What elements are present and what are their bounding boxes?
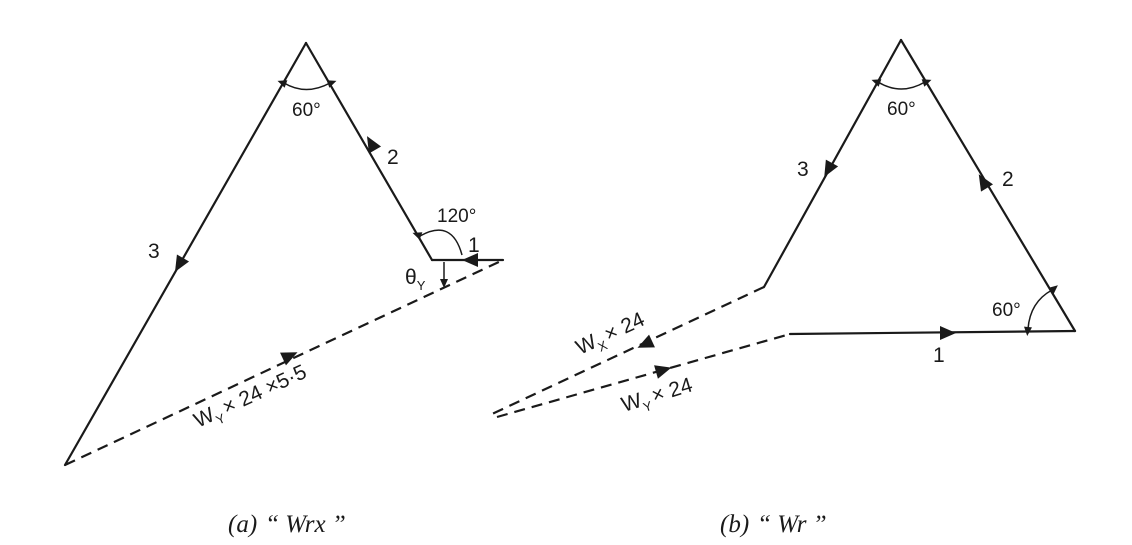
b-wx-line xyxy=(491,286,765,415)
b-apex-arc xyxy=(877,81,926,90)
a-apex-angle-label: 60° xyxy=(292,100,321,121)
caption-b: (b)“ Wr ” xyxy=(720,511,827,538)
a-theta-label: θY xyxy=(405,266,426,293)
a-side-1-arrow xyxy=(462,253,478,267)
caption-a: (a)“ Wrx ” xyxy=(228,511,346,538)
b-corner-arc xyxy=(1027,289,1053,330)
b-side-2-label: 2 xyxy=(1002,168,1014,191)
b-wy-line xyxy=(496,332,791,419)
b-wx-arrow xyxy=(637,334,655,348)
b-side-3-arrow xyxy=(824,159,839,177)
b-wy-arrow xyxy=(654,365,672,379)
b-side-1-label: 1 xyxy=(933,344,945,367)
a-side-2-arrow xyxy=(367,136,382,154)
a-corner-angle-label: 120° xyxy=(437,206,476,227)
b-side-1 xyxy=(788,329,1077,336)
a-side-3-arrow xyxy=(175,254,190,272)
a-closing-arrow xyxy=(280,352,298,366)
a-side-2-label: 2 xyxy=(387,146,399,169)
diagram-b: 60° 60° 1 2 3 WX× 24 WY× 24 xyxy=(491,38,1077,420)
b-side-2-arrow xyxy=(978,174,994,192)
b-corner-angle-label: 60° xyxy=(992,300,1021,321)
a-apex-arc xyxy=(283,82,331,91)
diagram-a: 60° 120° 2 3 1 θY WY× 24 ×5·5 xyxy=(63,41,505,467)
a-closing-line xyxy=(64,259,504,466)
a-side-3-label: 3 xyxy=(148,240,160,263)
b-apex-angle-label: 60° xyxy=(887,99,916,120)
b-wx-label: WX× 24 xyxy=(572,308,650,363)
a-closing-label: WY× 24 ×5·5 xyxy=(190,360,311,436)
a-corner-arc xyxy=(419,229,463,256)
b-side-3-label: 3 xyxy=(797,158,809,181)
b-wy-label: WY× 24 xyxy=(619,373,697,420)
a-side-1-label: 1 xyxy=(468,234,480,257)
b-side-1-arrow xyxy=(940,326,956,340)
a-side-3 xyxy=(63,41,308,467)
